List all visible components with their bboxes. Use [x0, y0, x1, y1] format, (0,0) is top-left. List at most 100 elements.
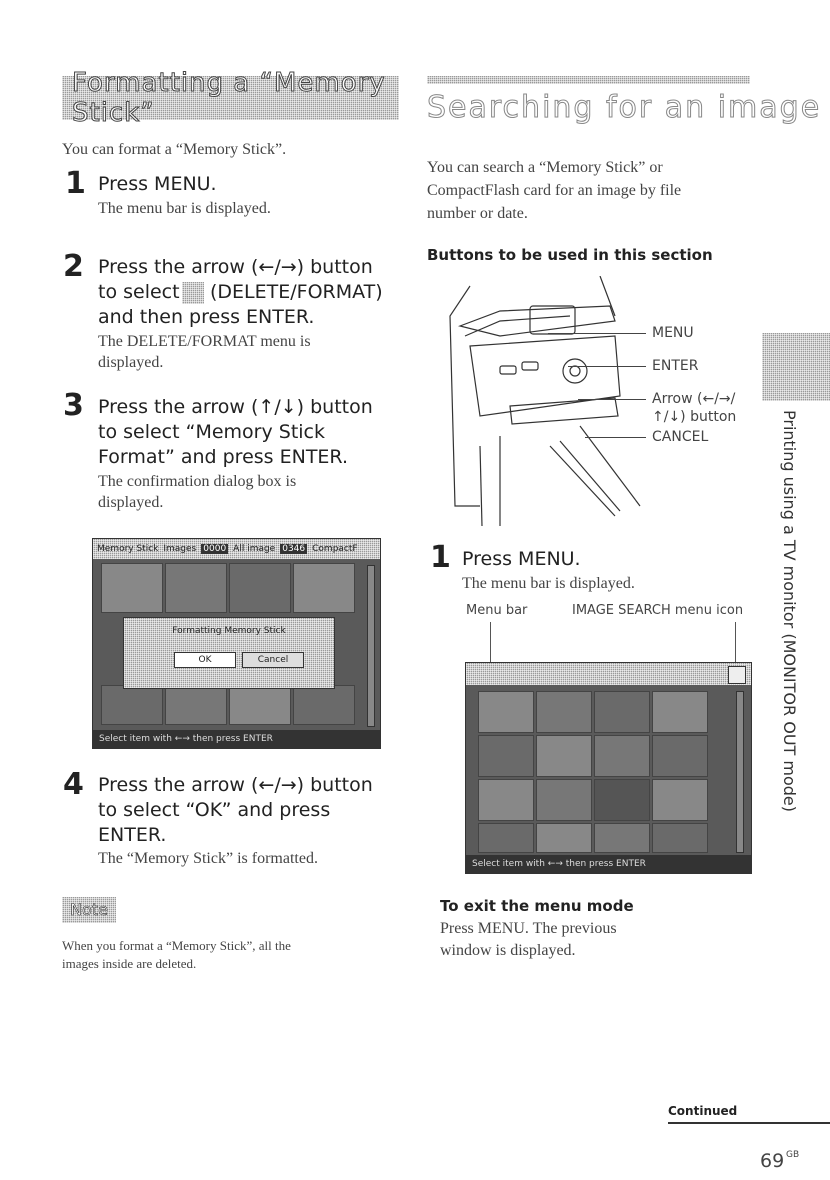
menu-bar: Memory Stick Images 0000 All image 0346 … — [93, 539, 380, 559]
menu-compactflash[interactable]: CompactF — [312, 544, 358, 554]
thumbnail[interactable] — [165, 563, 227, 613]
exit-text-line2: window is displayed. — [440, 942, 576, 959]
right-status-bar: Select item with ←→ then press ENTER — [466, 855, 751, 873]
thumbnail[interactable] — [652, 823, 708, 853]
step-2-number: 2 — [63, 249, 84, 284]
thumbnail[interactable] — [652, 779, 708, 821]
thumbnail[interactable] — [594, 691, 650, 733]
side-tab-label: Printing using a TV monitor (MONITOR OUT… — [780, 410, 799, 812]
callout-arrow-line1: Arrow (←/→/ — [652, 391, 736, 407]
thumbnail[interactable] — [478, 691, 534, 733]
callout-arrow-line2: ↑/↓) button — [652, 409, 737, 425]
menu-bar-label: Menu bar — [466, 603, 528, 618]
image-search-label: IMAGE SEARCH menu icon — [572, 603, 744, 618]
note-label: Note — [62, 897, 116, 923]
dialog-title: Formatting Memory Stick — [172, 626, 286, 636]
cancel-button[interactable]: Cancel — [242, 652, 304, 668]
step-2-title-line1: Press the arrow (←/→) button — [98, 256, 373, 278]
step-3-title-line2: to select “Memory Stick — [98, 421, 325, 443]
thumbnail[interactable] — [536, 691, 592, 733]
callout-menu: MENU — [652, 325, 694, 341]
step-3-title-line3: Format” and press ENTER. — [98, 446, 348, 468]
thumbnail[interactable] — [594, 779, 650, 821]
format-dialog-screenshot: Memory Stick Images 0000 All image 0346 … — [92, 538, 381, 749]
enter-callout-line — [568, 366, 646, 367]
thumbnail[interactable] — [594, 823, 650, 853]
left-intro: You can format a “Memory Stick”. — [62, 141, 287, 158]
cancel-callout-line — [585, 437, 646, 438]
right-step-1-title: Press MENU. — [462, 548, 581, 570]
continued-rule — [668, 1122, 830, 1124]
menu-callout-line — [548, 333, 646, 334]
buttons-heading: Buttons to be used in this section — [427, 246, 713, 264]
right-intro-line3: number or date. — [427, 205, 528, 222]
thumbnail[interactable] — [652, 691, 708, 733]
exit-text-line1: Press MENU. The previous — [440, 920, 617, 937]
scrollbar[interactable] — [367, 565, 375, 727]
step-1-desc: The menu bar is displayed. — [98, 200, 271, 217]
step-4-title-line3: ENTER. — [98, 824, 167, 846]
thumbnail[interactable] — [229, 563, 291, 613]
step-2-title-line2b: (DELETE/FORMAT) — [210, 281, 383, 303]
exit-heading: To exit the menu mode — [440, 897, 634, 915]
right-title-rule — [427, 76, 750, 84]
callout-cancel: CANCEL — [652, 429, 709, 445]
thumbnail[interactable] — [536, 779, 592, 821]
right-step-1-number: 1 — [430, 540, 451, 575]
ok-button[interactable]: OK — [174, 652, 236, 668]
step-1-number: 1 — [65, 166, 86, 201]
right-intro-line2: CompactFlash card for an image by file — [427, 182, 682, 199]
format-dialog: Formatting Memory Stick OK Cancel — [123, 617, 335, 689]
arrow-callout-line — [578, 399, 646, 400]
thumbnail[interactable] — [478, 823, 534, 853]
thumbnail[interactable] — [536, 823, 592, 853]
side-tab-marker — [762, 333, 830, 401]
thumbnail[interactable] — [101, 563, 163, 613]
right-scrollbar[interactable] — [736, 691, 744, 853]
step-3-number: 3 — [63, 388, 84, 423]
step-2-title-line3: and then press ENTER. — [98, 306, 315, 328]
right-menu-bar — [466, 663, 751, 685]
image-search-pointer — [735, 622, 736, 662]
step-3-desc-line2: displayed. — [98, 494, 164, 511]
step-4-number: 4 — [63, 767, 84, 802]
delete-format-icon — [182, 282, 204, 304]
thumbnail[interactable] — [536, 735, 592, 777]
menu-count: 0000 — [201, 544, 229, 554]
menu-bar-pointer — [490, 622, 491, 662]
note-text-line1: When you format a “Memory Stick”, all th… — [62, 938, 291, 953]
thumbnail[interactable] — [293, 685, 355, 725]
step-2-title-line2a: to select — [98, 281, 180, 303]
menu-images: Images — [163, 544, 197, 554]
step-2-desc-line2: displayed. — [98, 354, 164, 371]
step-3-desc-line1: The confirmation dialog box is — [98, 473, 297, 490]
thumbnail[interactable] — [478, 735, 534, 777]
step-4-title-line2: to select “OK” and press — [98, 799, 331, 821]
note-text-line2: images inside are deleted. — [62, 956, 197, 971]
thumbnail[interactable] — [478, 779, 534, 821]
thumbnail[interactable] — [229, 685, 291, 725]
step-2-desc-line1: The DELETE/FORMAT menu is — [98, 333, 311, 350]
thumbnail[interactable] — [652, 735, 708, 777]
thumbnail[interactable] — [165, 685, 227, 725]
thumbnail[interactable] — [293, 563, 355, 613]
callout-enter: ENTER — [652, 358, 699, 374]
menu-all-image[interactable]: All image — [233, 544, 276, 554]
menu-memory-stick[interactable]: Memory Stick — [97, 544, 159, 554]
thumbnail[interactable] — [594, 735, 650, 777]
step-4-desc: The “Memory Stick” is formatted. — [98, 850, 318, 867]
thumbnail[interactable] — [101, 685, 163, 725]
menu-count2: 0346 — [280, 544, 308, 554]
step-1-title: Press MENU. — [98, 173, 217, 195]
image-search-screenshot: Select item with ←→ then press ENTER — [465, 662, 752, 874]
continued-label: Continued — [668, 1104, 738, 1118]
step-3-title-line1: Press the arrow (↑/↓) button — [98, 396, 373, 418]
page-number: 69 — [760, 1150, 785, 1172]
right-section-title: Searching for an image — [426, 90, 822, 126]
left-section-title: Formatting a “Memory Stick” — [62, 68, 399, 129]
right-intro-line1: You can search a “Memory Stick” or — [427, 159, 663, 176]
image-search-menu-icon[interactable] — [728, 666, 746, 684]
printer-illustration — [449, 276, 641, 526]
step-4-title-line1: Press the arrow (←/→) button — [98, 774, 373, 796]
right-step-1-desc: The menu bar is displayed. — [462, 575, 635, 592]
